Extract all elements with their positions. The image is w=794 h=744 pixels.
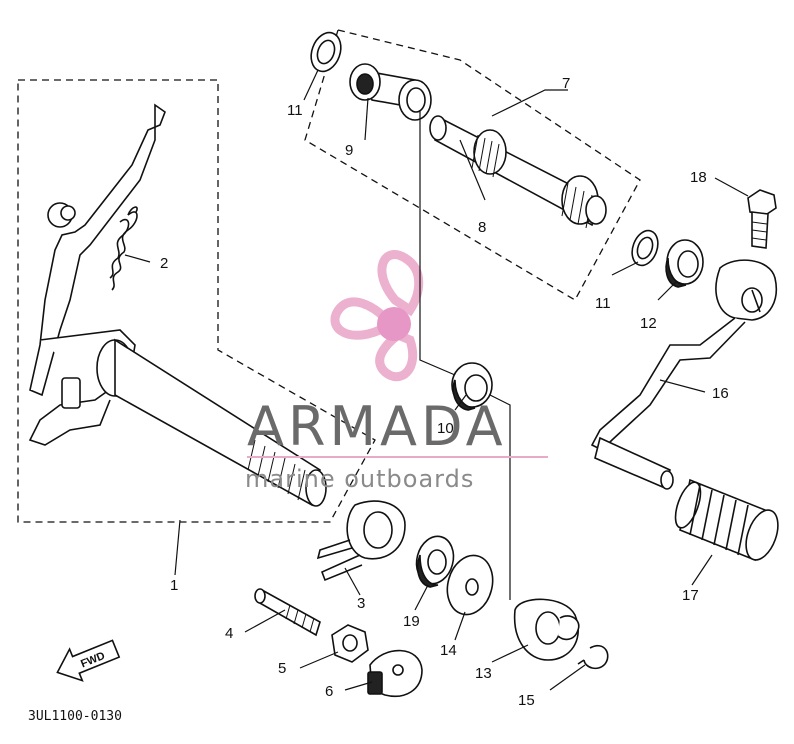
selector-pin: [61, 377, 81, 409]
callout-8: 8: [478, 219, 486, 236]
watermark-title: ARMADA: [247, 395, 507, 458]
shift-shaft-assembly: [28, 103, 327, 507]
shift-pedal: [590, 259, 777, 490]
bolt: [747, 189, 777, 249]
alignment-lines: [419, 110, 511, 600]
nut: [331, 624, 369, 663]
propeller-hub: [377, 307, 411, 341]
propeller-blade-left: [330, 297, 391, 340]
callout-16: 16: [712, 385, 729, 402]
propeller-blade-right: [375, 329, 418, 382]
shift-lever-head: [513, 598, 580, 661]
callout-7: 7: [562, 75, 570, 92]
callout-10: 10: [437, 420, 454, 437]
stud-bolt: [254, 588, 321, 637]
callout-2: 2: [160, 255, 168, 272]
callout-17: 17: [682, 587, 699, 604]
washer-upper: [310, 31, 342, 73]
callout-1: 1: [170, 577, 178, 594]
callout-15: 15: [518, 692, 535, 709]
watermark-subtitle: marine outboards: [245, 465, 474, 493]
propeller-blade-top: [377, 250, 424, 317]
arm-pivot-inner: [60, 205, 76, 221]
callout-11-lower: 11: [595, 295, 611, 312]
shift-shaft-gear: [429, 115, 607, 229]
callout-12: 12: [640, 315, 657, 332]
stopper-plate: [367, 649, 423, 697]
callout-13: 13: [475, 665, 492, 682]
diagram-code: 3UL1100-0130: [28, 709, 122, 724]
circlip: [577, 645, 609, 670]
leader-lines: [124, 69, 749, 691]
callout-5: 5: [278, 660, 286, 677]
assembly-outline-7: [304, 29, 641, 301]
callout-11-upper: 11: [287, 102, 303, 119]
fwd-direction-badge: FWD: [56, 639, 121, 682]
callout-4: 4: [225, 625, 233, 642]
spring: [109, 206, 138, 291]
flat-washer: [446, 554, 494, 616]
return-spring-lever: [316, 500, 406, 582]
callout-3: 3: [357, 595, 365, 612]
callout-18: 18: [690, 169, 707, 186]
assembly-outline-1: [17, 79, 376, 523]
sleeve-bearing: [349, 63, 432, 121]
shift-arm: [29, 103, 166, 397]
callout-14: 14: [440, 642, 457, 659]
small-bearing: [415, 535, 455, 588]
shaft-end: [305, 469, 327, 507]
oil-seal: [451, 362, 493, 411]
bearing: [665, 239, 704, 288]
callout-6: 6: [325, 683, 333, 700]
callout-9: 9: [345, 142, 353, 159]
watermark-logo: [330, 250, 424, 382]
washer-lower: [631, 229, 659, 267]
pedal-rubber: [674, 478, 779, 562]
callout-19: 19: [403, 613, 420, 630]
